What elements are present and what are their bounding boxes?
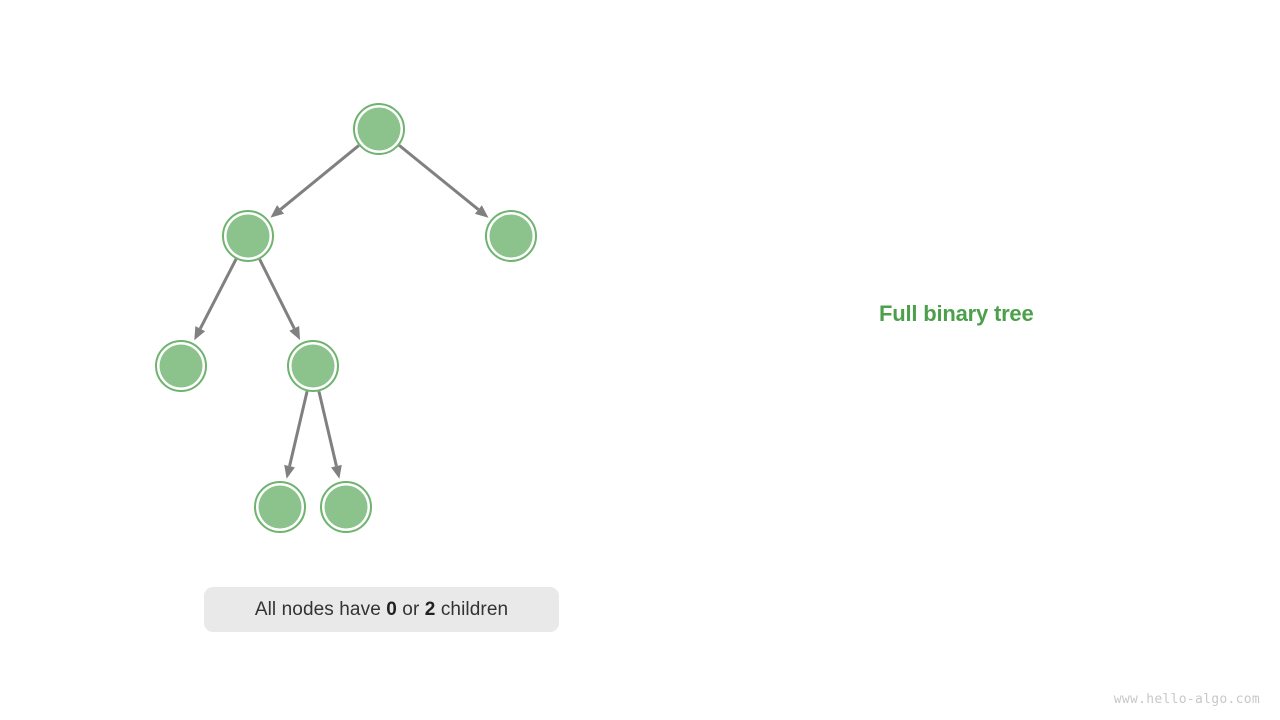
caption-pill: All nodes have 0 or 2 children [204, 587, 559, 632]
tree-node-ring [155, 340, 207, 392]
tree-node-fill [489, 214, 533, 258]
page-title: Full binary tree [879, 301, 1034, 326]
caption-number-first: 0 [386, 598, 397, 620]
tree-node[interactable] [254, 481, 306, 533]
tree-node-gap [487, 212, 535, 260]
caption-number-second: 2 [424, 598, 436, 620]
tree-edge-arrowhead [284, 464, 295, 479]
tree-edge-arrowhead [474, 205, 489, 218]
tree-node-gap [355, 105, 403, 153]
tree-node[interactable] [155, 340, 207, 392]
tree-node[interactable] [287, 340, 339, 392]
tree-node-gap [322, 483, 370, 531]
tree-node[interactable] [320, 481, 372, 533]
tree-node-fill [357, 107, 401, 151]
tree-edge [258, 258, 296, 330]
tree-node-ring [485, 210, 537, 262]
tree-node-fill [159, 344, 203, 388]
tree-node-ring [254, 481, 306, 533]
tree-edge-arrowhead [194, 326, 206, 341]
tree-node-ring [353, 103, 405, 155]
tree-node-ring [287, 340, 339, 392]
tree-node-gap [289, 342, 337, 390]
caption-prefix: All nodes have [254, 598, 387, 620]
tree-node-fill [324, 485, 368, 529]
tree-node-fill [258, 485, 302, 529]
tree-node[interactable] [485, 210, 537, 262]
tree-node-gap [157, 342, 205, 390]
tree-node-gap [256, 483, 304, 531]
tree-edge [279, 144, 360, 211]
caption-suffix: children [435, 598, 509, 620]
tree-edge [288, 390, 309, 467]
tree-edge-arrowhead [289, 325, 301, 341]
tree-node-fill [291, 344, 335, 388]
watermark: www.hello-algo.com [1113, 692, 1260, 707]
tree-edge [317, 390, 338, 467]
tree-node-fill [226, 214, 270, 258]
tree-node-ring [222, 210, 274, 262]
tree-node[interactable] [222, 210, 274, 262]
tree-edge [398, 144, 480, 211]
tree-edge [198, 258, 238, 330]
tree-edge-arrowhead [270, 205, 285, 218]
tree-node-gap [224, 212, 272, 260]
tree-nodes-layer [155, 103, 537, 533]
tree-edge-arrowhead [331, 464, 342, 479]
tree-edges-layer [194, 144, 489, 479]
tree-node[interactable] [353, 103, 405, 155]
tree-node-ring [320, 481, 372, 533]
caption-text: All nodes have 0 or 2 children [255, 599, 508, 621]
caption-middle: or [396, 598, 425, 620]
